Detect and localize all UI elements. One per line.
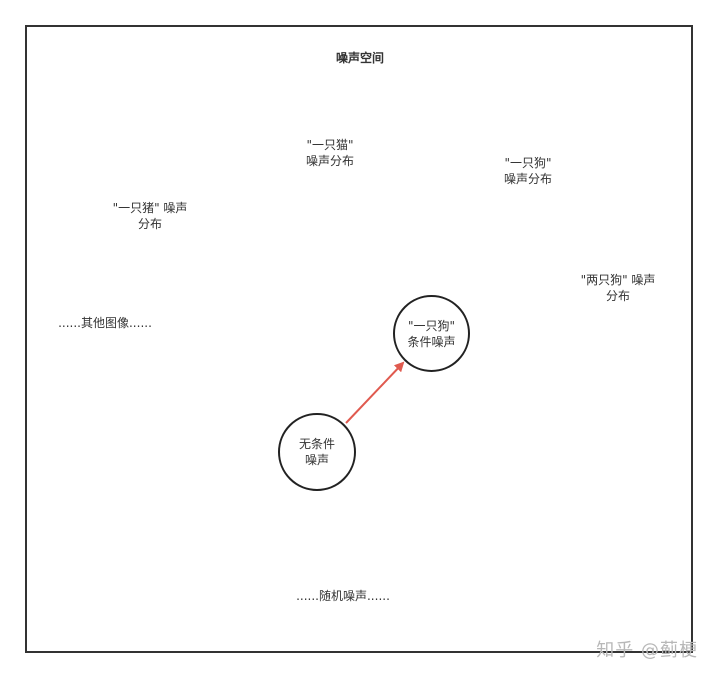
label-random-noise: ......随机噪声...... xyxy=(296,589,390,603)
label-cat-distribution: "一只猫" 噪声分布 xyxy=(305,138,354,168)
unconditional-noise-text: 无条件 噪声 xyxy=(298,437,335,467)
conditional-noise-text: "一只狗" 条件噪声 xyxy=(407,318,456,349)
conditional-noise-node: "一只狗" 条件噪声 xyxy=(393,295,470,372)
diagram-title: 噪声空间 xyxy=(335,51,384,65)
noise-space-frame xyxy=(25,25,693,653)
watermark: 知乎 @蓟梗 xyxy=(596,640,698,661)
label-pig-distribution: "一只猪" 噪声 分布 xyxy=(112,201,188,231)
unconditional-noise-node: 无条件 噪声 xyxy=(278,413,356,491)
label-two-dogs-distribution: "两只狗" 噪声 分布 xyxy=(580,273,656,303)
label-dog-distribution: "一只狗" 噪声分布 xyxy=(503,156,552,186)
label-other-images: ......其他图像...... xyxy=(58,316,152,330)
